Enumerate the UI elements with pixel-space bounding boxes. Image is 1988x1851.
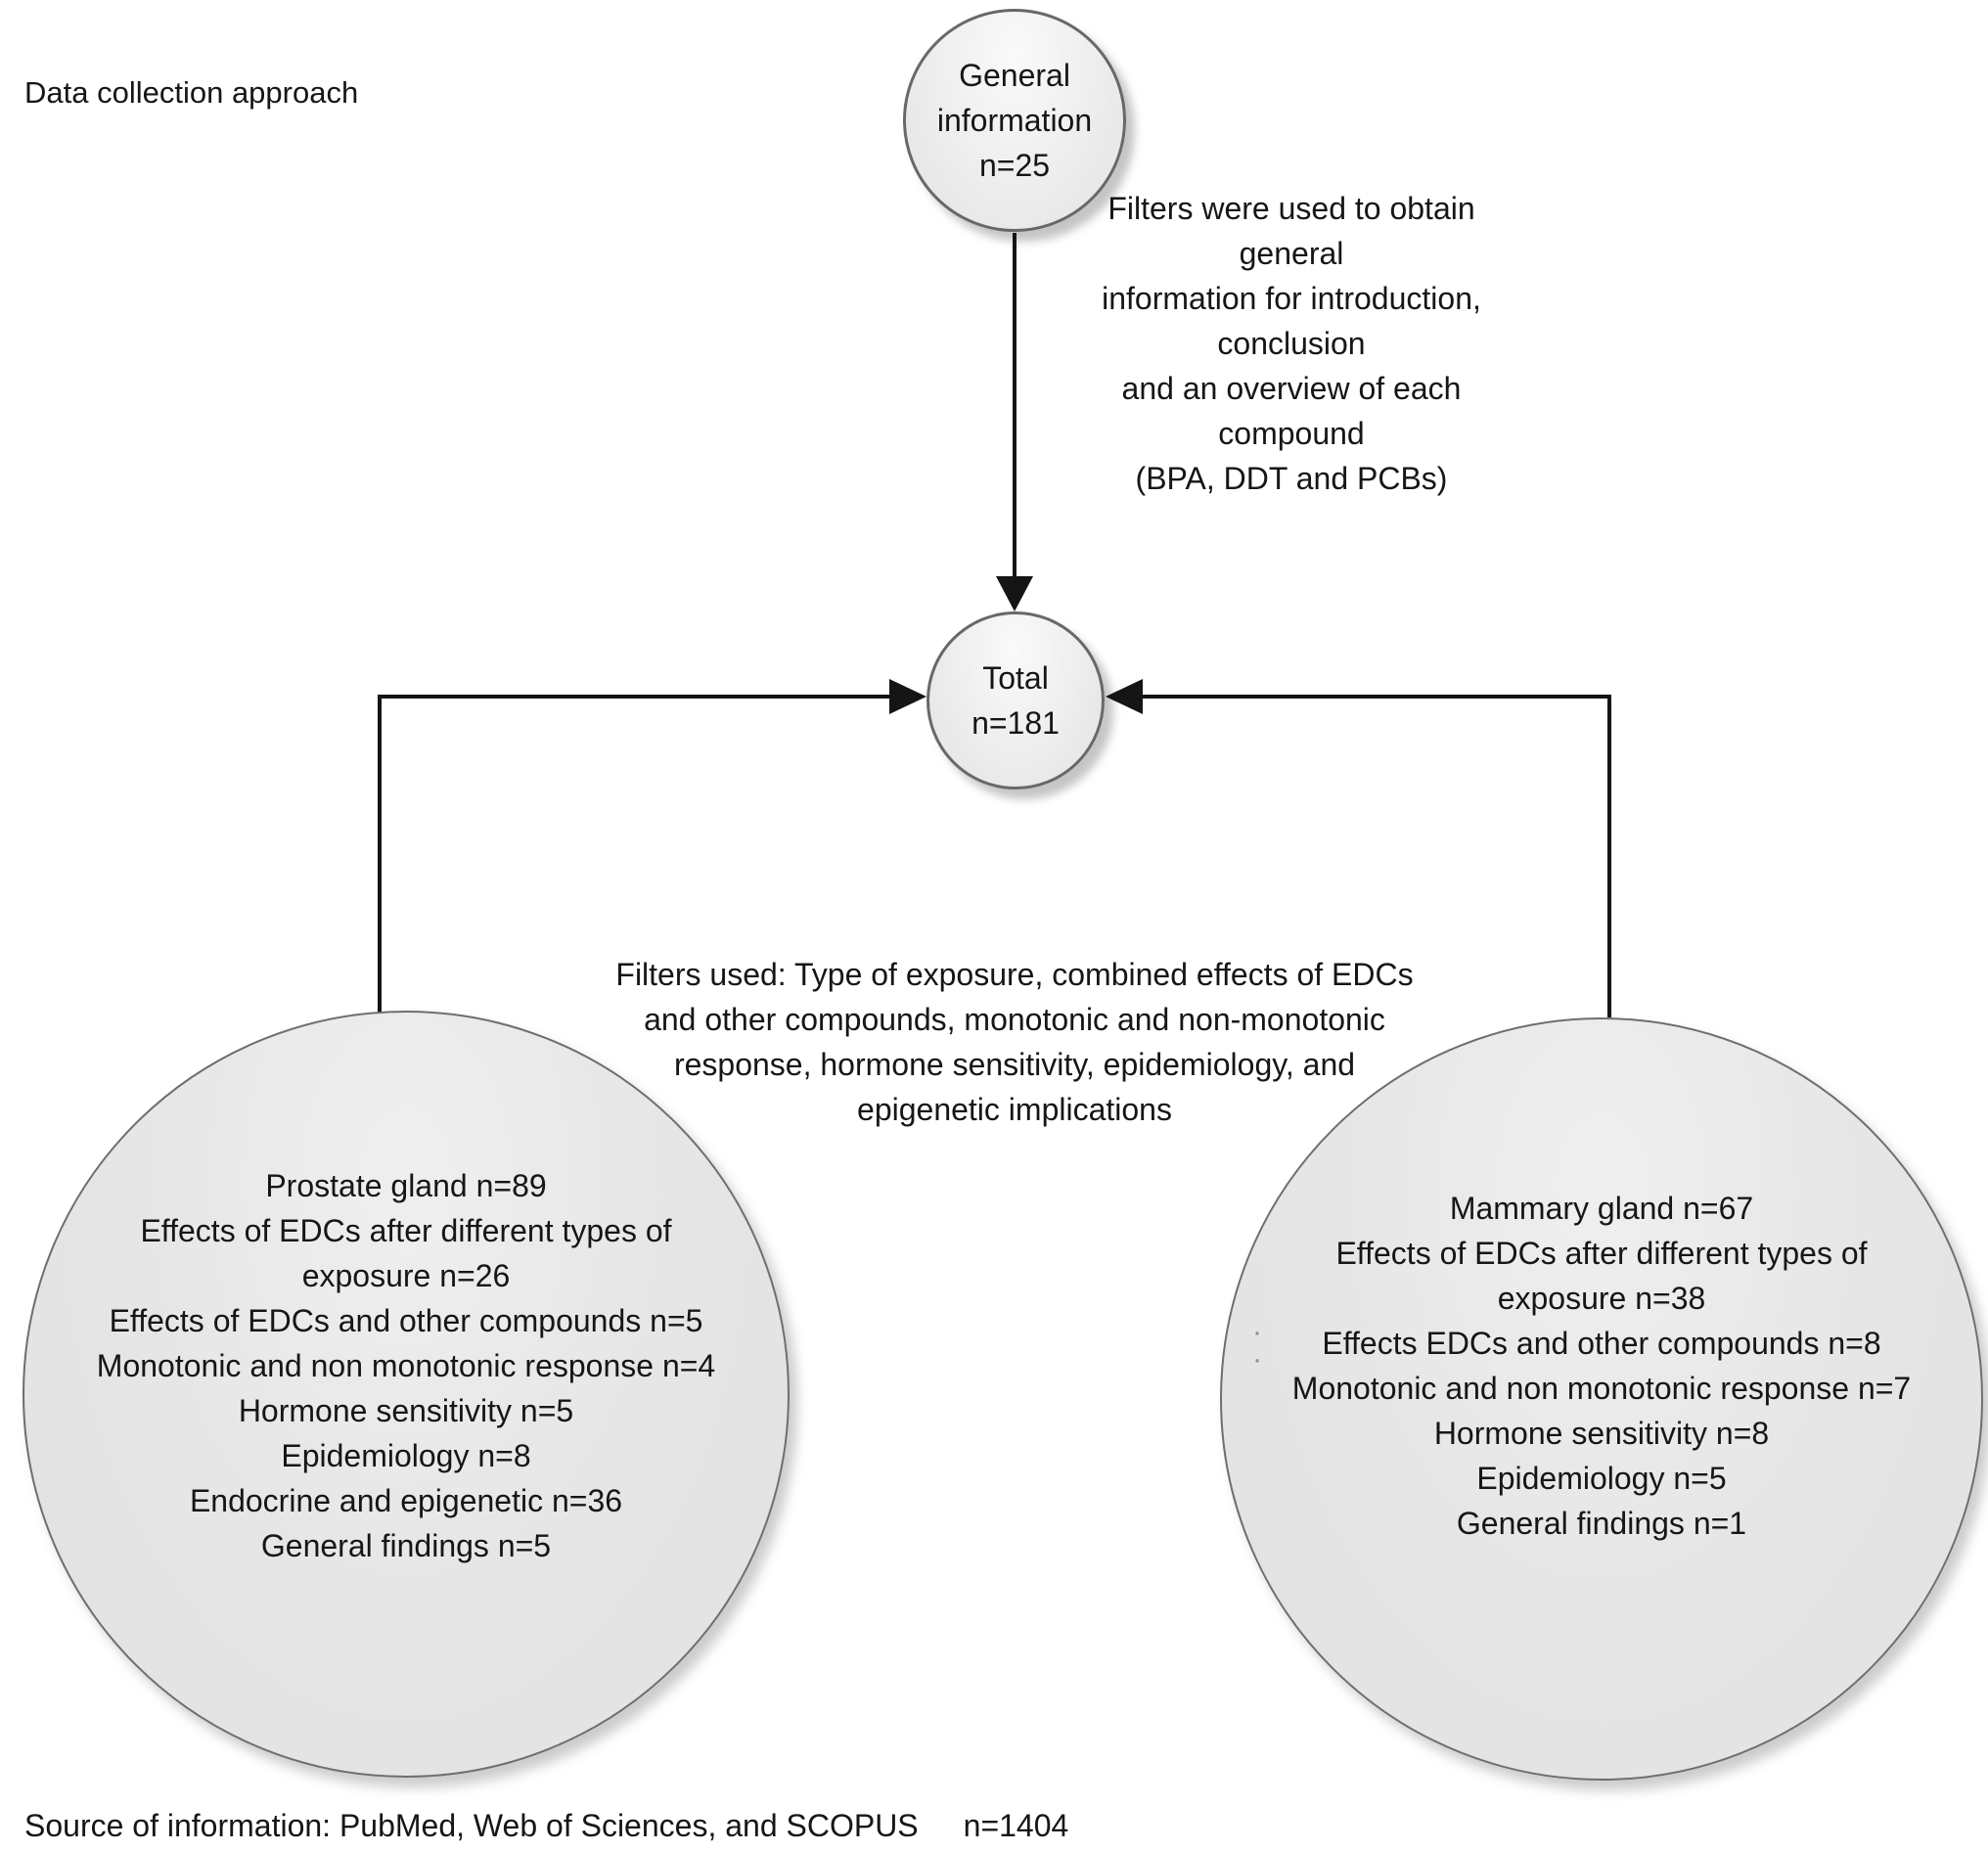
node-text-line: Hormone sensitivity n=8: [1433, 1416, 1770, 1451]
node-text-line: n=25: [978, 148, 1051, 183]
connector-right-horizontal-line: [1143, 695, 1611, 699]
node-text-line: Total: [982, 660, 1049, 696]
arrowhead-right-icon: [889, 679, 926, 714]
node-text-line: General: [959, 58, 1070, 93]
node-text-line: n=181: [971, 705, 1060, 741]
node-mammary-text: Mammary gland n=67 Effects of EDCs after…: [1240, 1186, 1964, 1546]
node-text-line: Mammary gland n=67: [1449, 1191, 1754, 1226]
node-text-line: Monotonic and non monotonic response n=7: [1291, 1371, 1912, 1406]
node-text-line: Prostate gland n=89: [265, 1168, 547, 1203]
footer-count: n=1404: [963, 1808, 1069, 1843]
node-text-line: General findings n=1: [1456, 1506, 1747, 1541]
connector-left-vertical-line: [378, 695, 382, 1013]
node-text-line: Effects of EDCs after different types of: [140, 1213, 672, 1248]
annotation-line: (BPA, DDT and PCBs): [1135, 461, 1448, 496]
annotation-line: response, hormone sensitivity, epidemiol…: [673, 1047, 1356, 1082]
node-general-information: General information n=25: [903, 9, 1126, 232]
footer-source-line: Source of information: PubMed, Web of Sc…: [24, 1803, 1068, 1848]
annotation-general-filters: Filters were used to obtain general info…: [1062, 186, 1521, 501]
node-text-line: Epidemiology n=8: [281, 1438, 531, 1473]
connector-right-vertical-line: [1607, 695, 1611, 1017]
node-text-line: Hormone sensitivity n=5: [238, 1393, 574, 1428]
node-prostate-text: Prostate gland n=89 Effects of EDCs afte…: [44, 1163, 768, 1568]
footer-source-text: Source of information: PubMed, Web of Sc…: [24, 1808, 919, 1843]
node-text-line: Monotonic and non monotonic response n=4: [96, 1348, 716, 1383]
annotation-line: information for introduction, conclusion: [1102, 281, 1481, 361]
node-prostate-gland: [23, 1011, 790, 1778]
node-text-line: information: [936, 103, 1093, 138]
node-mammary-gland: [1220, 1017, 1983, 1781]
node-text-line: General findings n=5: [260, 1528, 552, 1563]
node-total: Total n=181: [926, 611, 1105, 790]
annotation-line: Filters used: Type of exposure, combined…: [615, 957, 1414, 992]
annotation-line: epigenetic implications: [857, 1092, 1172, 1127]
node-text-line: Effects EDCs and other compounds n=8: [1322, 1326, 1881, 1361]
figure-title: Data collection approach: [24, 75, 359, 110]
annotation-line: and an overview of each compound: [1121, 371, 1462, 451]
node-text-line: Effects of EDCs after different types of: [1335, 1236, 1868, 1271]
stray-colon-mark: ··: [1252, 1316, 1262, 1376]
connector-left-horizontal-line: [378, 695, 889, 699]
node-text-line: Epidemiology n=5: [1476, 1461, 1727, 1496]
node-text-line: exposure n=26: [301, 1258, 511, 1293]
arrowhead-down-icon: [996, 576, 1033, 611]
node-text-line: exposure n=38: [1497, 1281, 1706, 1316]
annotation-line: Filters were used to obtain general: [1107, 191, 1475, 271]
annotation-total-filters: Filters used: Type of exposure, combined…: [565, 952, 1465, 1132]
annotation-line: and other compounds, monotonic and non-m…: [644, 1002, 1385, 1037]
node-text-line: Effects of EDCs and other compounds n=5: [109, 1303, 703, 1338]
arrow-general-to-total-line: [1013, 233, 1017, 577]
node-text-line: Endocrine and epigenetic n=36: [189, 1483, 623, 1518]
arrowhead-left-icon: [1106, 679, 1143, 714]
